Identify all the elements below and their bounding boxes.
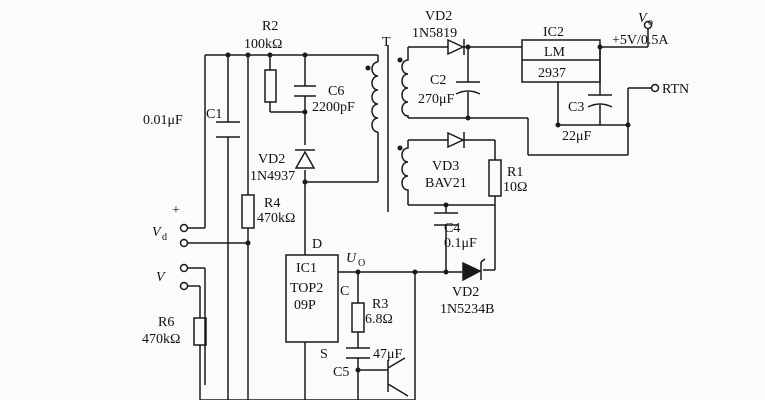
vo-subscript: o <box>648 17 653 28</box>
r4-value: 470kΩ <box>257 211 295 226</box>
vo-terminal <box>643 20 653 30</box>
r4-ref: R4 <box>264 196 280 211</box>
r6-value: 470kΩ <box>142 332 180 347</box>
vd2-top-part: 1N5819 <box>412 26 457 41</box>
capacitor-c2 <box>455 81 481 95</box>
diode-vd2-clamp <box>294 149 316 169</box>
ic2-line2: 2937 <box>538 66 566 81</box>
c1-ref: C1 <box>206 107 222 122</box>
terminal-vd-plus <box>179 223 189 233</box>
ic2-regulator <box>521 39 601 83</box>
resistor-r3 <box>351 302 365 333</box>
ic2-ref: IC2 <box>543 25 564 40</box>
resistor-r2 <box>264 69 277 103</box>
c6-value: 2200pF <box>312 100 355 115</box>
c4-ref: C4 <box>444 221 460 236</box>
resistor-r1 <box>488 159 502 197</box>
vd-symbol: V <box>152 225 162 240</box>
junction-dots <box>225 44 631 373</box>
vd2-clamp-part: 1N4937 <box>250 169 295 184</box>
capacitor-c3 <box>587 94 613 108</box>
resistor-r4 <box>241 194 255 229</box>
r1-value: 10Ω <box>503 180 527 195</box>
polarity-dot <box>397 145 403 151</box>
c1-value: 0.01μF <box>143 113 183 128</box>
uo-subscript: O <box>358 258 365 269</box>
terminal-v-minus <box>179 281 189 291</box>
capacitor-c6 <box>294 85 316 97</box>
uo-symbol: U <box>346 251 357 266</box>
vd2-zener-ref: VD2 <box>452 285 479 300</box>
diode-vd3 <box>447 131 470 149</box>
polarity-dot <box>365 65 371 71</box>
vd-subscript: d <box>162 232 167 243</box>
transformer-label: T <box>382 35 391 50</box>
c5-value: 47μF <box>373 347 403 362</box>
r3-value: 6.8Ω <box>365 312 393 327</box>
capacitor-c1 <box>216 121 240 138</box>
ic1-line2: 09P <box>294 298 316 313</box>
c2-ref: C2 <box>430 73 446 88</box>
ic1-pin-s: S <box>320 347 328 362</box>
vd-plus: + <box>172 203 180 218</box>
transformer-primary <box>371 61 379 133</box>
r1-ref: R1 <box>507 165 523 180</box>
r3-ref: R3 <box>372 297 388 312</box>
diode-vd2-output <box>447 38 478 56</box>
ic1-line1: TOP2 <box>290 281 323 296</box>
c4-value: 0.1μF <box>444 236 477 251</box>
diode-vd2-zener <box>462 258 486 282</box>
vo-rating: +5V/0.5A <box>612 33 669 48</box>
resistor-r6 <box>193 317 207 346</box>
vd2-clamp-ref: VD2 <box>258 152 285 167</box>
terminal-vd-minus <box>179 238 189 248</box>
c3-value: 22μF <box>562 129 592 144</box>
rtn-terminal <box>650 83 660 93</box>
rtn-label: RTN <box>662 82 689 97</box>
c5-ref: C5 <box>333 365 349 380</box>
r2-value: 100kΩ <box>244 37 282 52</box>
transformer-secondary <box>401 47 409 118</box>
polarity-dot <box>397 57 403 63</box>
capacitor-c5 <box>346 347 370 359</box>
vd2-top-ref: VD2 <box>425 9 452 24</box>
ic1-ref: IC1 <box>296 261 317 276</box>
vd3-part: BAV21 <box>425 176 467 191</box>
wires <box>188 28 652 400</box>
vd3-ref: VD3 <box>432 159 459 174</box>
transformer-bias-winding <box>401 140 409 205</box>
terminal-v-plus <box>179 263 189 273</box>
c6-ref: C6 <box>328 84 344 99</box>
vo-symbol: V <box>638 11 648 26</box>
c2-value: 270μF <box>418 92 455 107</box>
ic1-top209 <box>285 254 339 343</box>
c3-ref: C3 <box>568 100 584 115</box>
ic1-pin-d: D <box>312 237 322 252</box>
ic1-pin-c: C <box>340 284 349 299</box>
r6-ref: R6 <box>158 315 174 330</box>
v-input-symbol: V <box>156 270 166 285</box>
vd2-zener-part: 1N5234B <box>440 302 494 317</box>
ic2-line1: LM <box>544 45 566 60</box>
capacitor-c4 <box>434 212 458 226</box>
r2-ref: R2 <box>262 19 278 34</box>
